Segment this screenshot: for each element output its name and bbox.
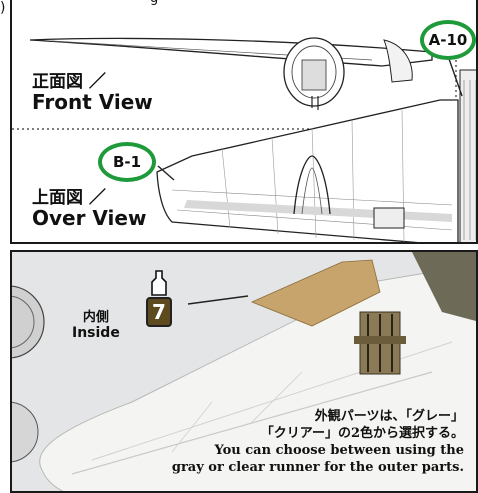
diagram-panel: 正面図 ／ Front View 上面図 ／ Over View A-10 B-… (10, 0, 478, 244)
inside-label-jp: 内側 (82, 310, 109, 325)
wing-line-drawing (12, 30, 476, 242)
note-line-2: 「クリアー」の2色から選択する。 (260, 426, 464, 441)
front-view-label: 正面図 ／ Front View (32, 72, 153, 114)
part-callout-b1: B-1 (98, 142, 156, 182)
note-line-4: gray or clear runner for the outer parts… (171, 460, 464, 475)
cropped-top-text: g (150, 0, 158, 6)
wing-photo (12, 252, 476, 491)
runner-color-note: 外観パーツは、「グレー」 「クリアー」の2色から選択する。 You can ch… (172, 408, 464, 476)
over-view-label-en: Over View (32, 205, 147, 230)
paint-color-chip: 7 (146, 297, 172, 327)
paint-bottle-icon (151, 270, 167, 296)
corner-bracket: ) (0, 0, 6, 16)
inside-label: 内側 Inside (72, 306, 120, 341)
over-view-label: 上面図 ／ Over View (32, 188, 147, 230)
note-line-3: You can choose between using the (214, 443, 464, 458)
front-view-label-en: Front View (32, 89, 153, 114)
note-line-1: 外観パーツは、「グレー」 (314, 409, 464, 424)
inside-label-en: Inside (72, 325, 120, 341)
part-callout-a10: A-10 (420, 20, 476, 60)
over-view-label-jp: 上面図 ／ (32, 188, 106, 208)
photo-panel (10, 250, 478, 493)
front-view-label-jp: 正面図 ／ (32, 72, 106, 92)
